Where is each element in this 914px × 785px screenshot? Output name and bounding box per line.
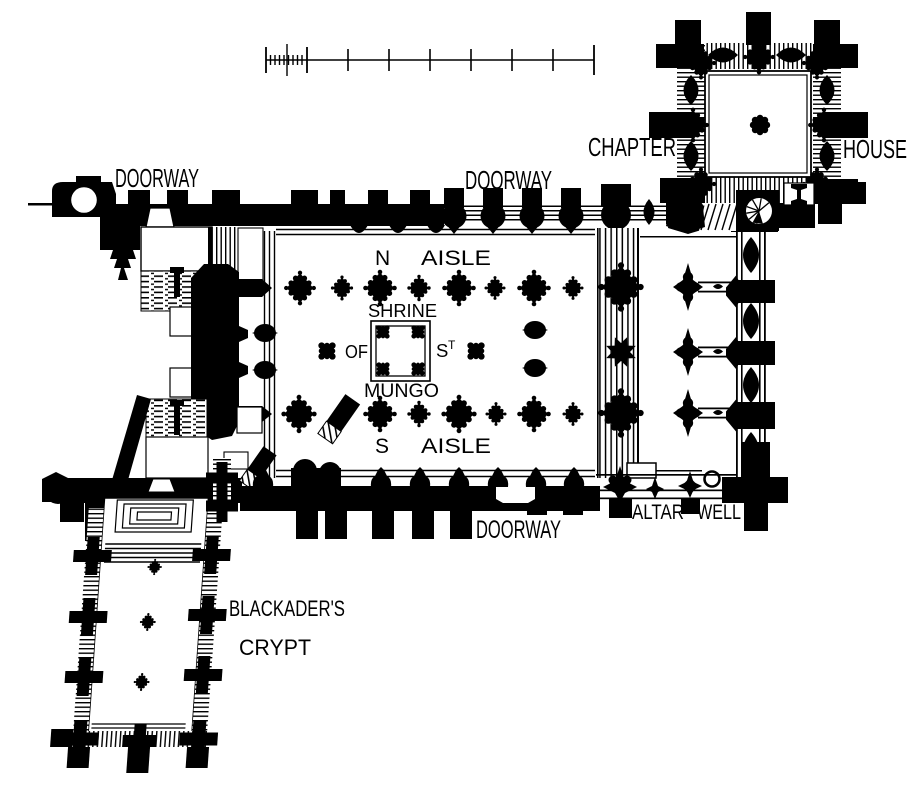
svg-text:DOORWAY: DOORWAY — [115, 163, 199, 193]
svg-text:T: T — [448, 338, 456, 352]
svg-text:ALTAR: ALTAR — [632, 501, 684, 524]
svg-text:SHRINE: SHRINE — [368, 300, 437, 321]
svg-text:BLACKADER'S: BLACKADER'S — [229, 596, 345, 621]
svg-text:MUNGO: MUNGO — [364, 380, 439, 402]
svg-text:AISLE: AISLE — [421, 247, 491, 270]
svg-text:N: N — [375, 247, 390, 270]
svg-text:CHAPTER: CHAPTER — [588, 132, 676, 162]
svg-text:DOORWAY: DOORWAY — [476, 516, 561, 544]
svg-text:AISLE: AISLE — [421, 435, 491, 458]
svg-text:S: S — [375, 435, 389, 458]
svg-text:S: S — [436, 340, 448, 361]
svg-text:DOORWAY: DOORWAY — [465, 165, 552, 195]
svg-text:HOUSE: HOUSE — [843, 134, 907, 164]
svg-text:OF: OF — [345, 341, 368, 362]
svg-text:CRYPT: CRYPT — [239, 635, 311, 660]
svg-text:WELL: WELL — [697, 501, 741, 524]
